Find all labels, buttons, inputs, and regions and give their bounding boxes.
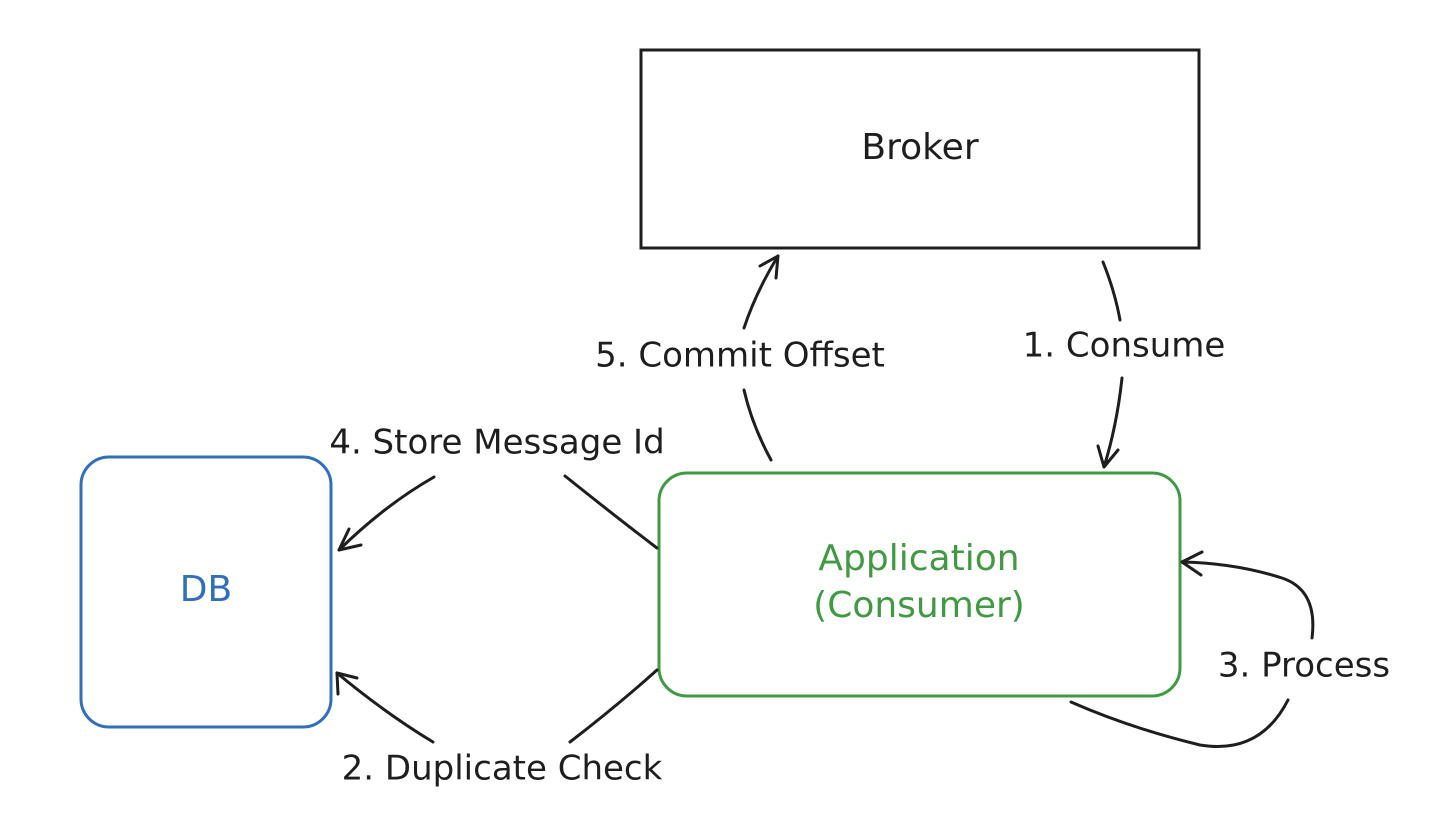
commit-offset-label: 5. Commit Offset <box>595 336 885 376</box>
edge-duplicate-check <box>335 668 659 744</box>
application-node[interactable]: Application (Consumer) <box>657 471 1182 698</box>
store-message-id-line-right <box>563 474 659 550</box>
db-box <box>79 455 333 729</box>
commit-offset-arrowhead <box>758 254 780 280</box>
edge-process <box>1069 550 1315 748</box>
application-label-line1: Application <box>818 538 1019 579</box>
store-message-id-line-left <box>337 475 436 552</box>
process-line-bottom <box>1069 698 1290 748</box>
edge-commit-offset <box>742 254 780 462</box>
consume-arrowhead <box>1096 444 1120 469</box>
duplicate-check-line-right <box>568 668 659 744</box>
edge-store-message-id <box>337 474 659 552</box>
broker-box <box>639 48 1201 250</box>
consume-line-top <box>1101 260 1122 322</box>
duplicate-check-line-left <box>335 671 435 744</box>
duplicate-check-label: 2. Duplicate Check <box>342 749 663 789</box>
db-label: DB <box>180 569 232 610</box>
store-message-id-arrowhead <box>337 527 363 552</box>
process-label: 3. Process <box>1218 646 1390 686</box>
store-message-id-label: 4. Store Message Id <box>329 423 664 463</box>
db-node[interactable]: DB <box>79 455 333 729</box>
duplicate-check-arrowhead <box>335 671 359 696</box>
broker-node[interactable]: Broker <box>639 48 1201 250</box>
broker-label: Broker <box>861 127 978 168</box>
edge-consume <box>1096 260 1124 469</box>
commit-offset-line-top <box>742 254 780 330</box>
process-line-top <box>1180 560 1315 640</box>
application-box <box>657 471 1182 698</box>
commit-offset-line-bottom <box>742 388 773 462</box>
consume-line-bottom <box>1102 376 1124 469</box>
process-arrowhead <box>1180 550 1204 577</box>
application-label-line2: (Consumer) <box>813 585 1025 626</box>
consume-label: 1. Consume <box>1023 326 1226 366</box>
